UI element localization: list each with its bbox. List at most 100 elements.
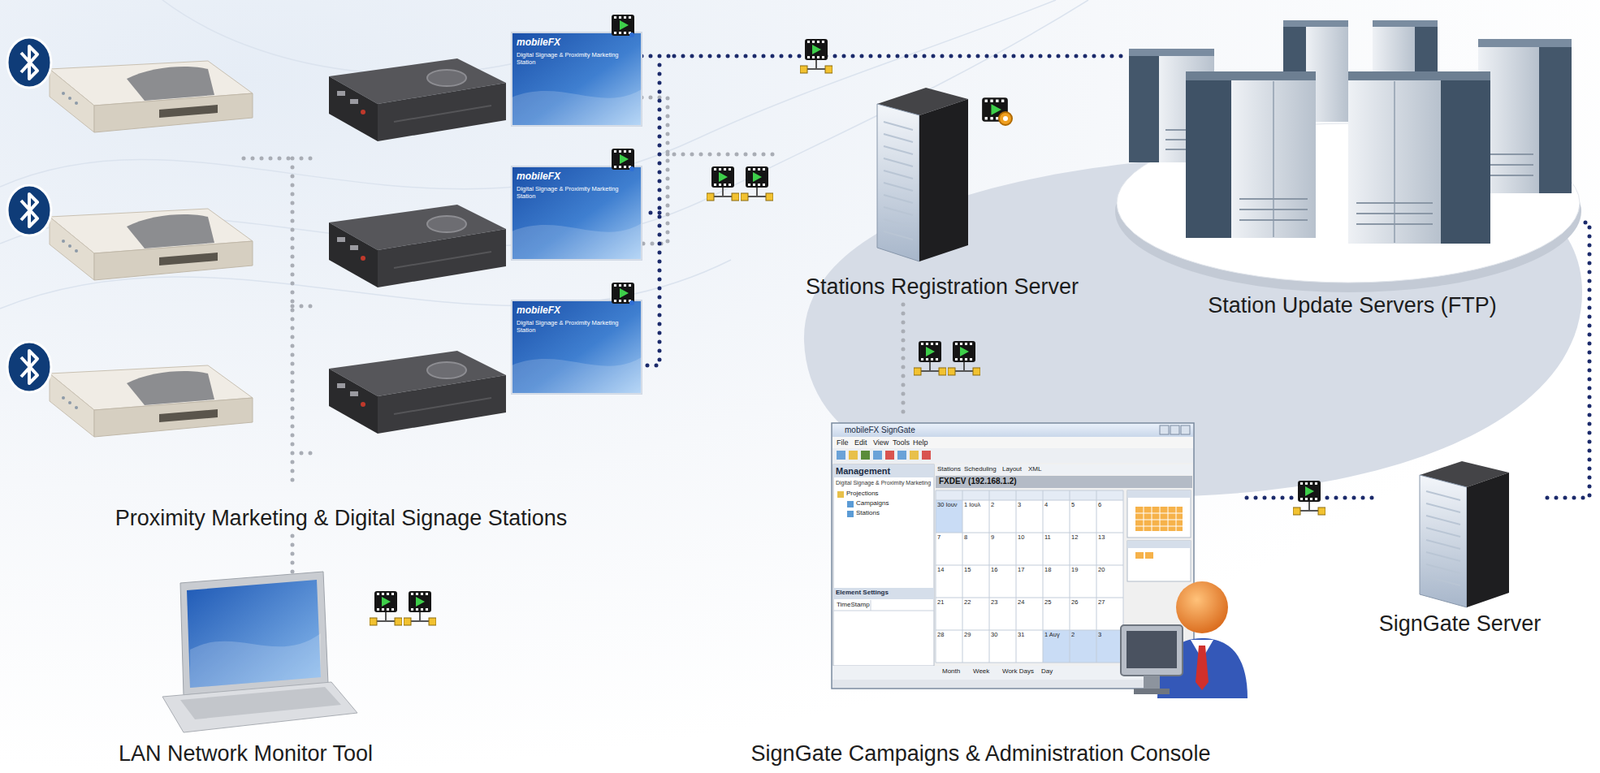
calendar-day: 26 (1071, 599, 1078, 607)
window-title: mobileFX SignGate (844, 425, 916, 436)
property-name: TimeStamp (836, 601, 870, 609)
calendar-day: 28 (937, 631, 944, 640)
menu-item: Edit (854, 438, 868, 447)
ftp-server-rack (1348, 71, 1491, 244)
calendar-day: 3 (1017, 501, 1021, 510)
calendar-day: 18 (1044, 566, 1051, 575)
calendar-day: 2 (990, 501, 995, 510)
bluetooth-access-point (7, 37, 253, 133)
bluetooth-access-point (7, 185, 253, 281)
calendar-day: 10 (1017, 534, 1025, 542)
device-group: Stations Registration Server (779, 81, 1105, 305)
view-tab: Month (942, 667, 960, 675)
station-screen (511, 14, 642, 126)
server-platform (1116, 123, 1580, 283)
administrator-figure (1120, 581, 1248, 699)
media-player-box (328, 58, 506, 142)
ftp-server-rack (1128, 48, 1215, 163)
menu-item: File (836, 438, 849, 447)
media-transfer-icon (369, 591, 403, 626)
ftp-server-rack (1372, 20, 1438, 122)
tab-label: Stations (937, 465, 961, 473)
media-transfer-icon (706, 166, 740, 201)
tab-label: Scheduling (964, 465, 997, 473)
panel-header: Element Settings (835, 588, 889, 597)
calendar-day: 1 Ιουλ (964, 501, 981, 510)
ftp-server-rack (1283, 20, 1349, 122)
screen-logo: mobileFX (516, 37, 561, 49)
station-screen (511, 282, 642, 394)
screen-subtitle: Digital Signage & Proximity Marketing St… (516, 320, 631, 334)
signgate-server-tower (1419, 461, 1510, 608)
registration-server-tower (877, 87, 1012, 262)
device-group: Proximity Marketing & Digital Signage St… (8, 28, 675, 537)
network-link (901, 304, 906, 421)
tab-label: Layout (1002, 465, 1022, 473)
calendar-day: 12 (1071, 534, 1078, 542)
calendar-day: 22 (964, 599, 971, 607)
bluetooth-access-point (7, 341, 253, 437)
device-group: LAN Network Monitor Tool (105, 578, 386, 772)
calendar-day: 2 (1071, 631, 1075, 640)
calendar-day: 9 (990, 534, 995, 542)
station-screen (511, 148, 642, 260)
network-link (290, 536, 295, 579)
calendar-day: 30 (990, 631, 998, 640)
tree-item: Stations (856, 509, 880, 517)
laptop (162, 571, 358, 733)
ftp-server-rack (1185, 71, 1316, 238)
view-tab: Day (1041, 667, 1053, 675)
calendar-day: 20 (1098, 566, 1105, 575)
device-caption: Proximity Marketing & Digital Signage St… (115, 505, 568, 532)
media-transfer-icon (1292, 480, 1326, 515)
console-screenshot (831, 423, 1194, 689)
tab-label: XML (1028, 465, 1042, 473)
calendar-day: 21 (937, 599, 944, 607)
calendar-day: 31 (1017, 631, 1025, 640)
device-group: SignGate Server (1372, 454, 1548, 642)
calendar-day: 1 Αυγ (1044, 631, 1060, 640)
calendar-day: 24 (1017, 599, 1025, 607)
ftp-server-rack (1478, 38, 1572, 194)
calendar-day: 7 (937, 534, 941, 542)
media-transfer-icon (913, 341, 947, 376)
calendar-day: 3 (1098, 631, 1102, 640)
media-transfer-icon (947, 341, 981, 376)
tree-item: Projections (846, 489, 879, 498)
calendar-day: 16 (990, 566, 998, 575)
calendar-day: 6 (1098, 501, 1102, 510)
calendar-day: 8 (964, 534, 968, 542)
station-wiring (243, 56, 675, 486)
screen-logo: mobileFX (516, 305, 561, 317)
media-transfer-icon (403, 591, 437, 626)
device-caption: Station Update Servers (FTP) (1207, 292, 1497, 319)
calendar-day: 11 (1044, 534, 1051, 542)
calendar-day: 13 (1098, 534, 1105, 542)
media-transfer-icon (740, 166, 774, 201)
calendar-day: 30 Ιουν (937, 501, 958, 510)
view-tab: Work Days (1002, 667, 1034, 675)
device-group: Station Update Servers (FTP) (1124, 14, 1580, 324)
calendar-day: 25 (1044, 599, 1051, 607)
network-link (674, 54, 1125, 59)
media-player-box (328, 350, 506, 434)
menu-item: Tools (892, 438, 910, 447)
screen-subtitle: Digital Signage & Proximity Marketing St… (516, 51, 631, 66)
panel-subtitle: Digital Signage & Proximity Marketing (835, 480, 931, 487)
calendar-day: 29 (964, 631, 971, 640)
station-header: FXDEV (192.168.1.2) (938, 476, 1017, 487)
calendar-day: 15 (964, 566, 971, 575)
media-player-box (328, 204, 506, 288)
device-caption: Stations Registration Server (805, 273, 1079, 300)
network-link (1547, 222, 1590, 498)
calendar-day: 17 (1017, 566, 1025, 575)
calendar-day: 14 (937, 566, 944, 575)
calendar-day: 27 (1098, 599, 1105, 607)
network-link (674, 152, 780, 157)
device-group: SignGate Campaigns & Administration Cons… (714, 420, 1247, 772)
